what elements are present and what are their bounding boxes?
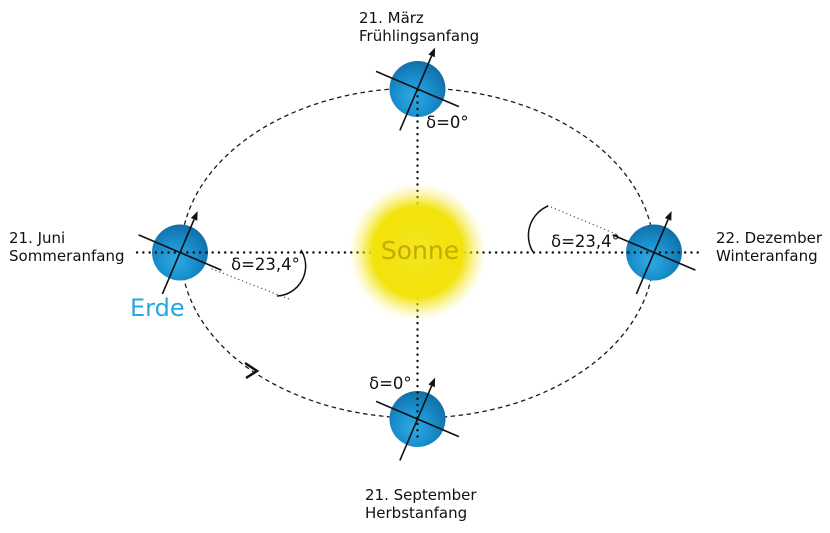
summer-date: 21. Juni [9,229,66,247]
declination-arc-winter [527,205,549,253]
label-winter: 22. Dezember Winteranfang [716,229,823,265]
declination-arc-summer [276,249,307,297]
label-summer: 21. Juni Sommeranfang [9,229,125,265]
label-spring: 21. März Frühlingsanfang [359,9,480,45]
earth-axis-line [399,385,433,461]
earth-label: Erde [130,294,185,322]
label-autumn: 21. September Herbstanfang [365,486,477,522]
autumn-name: Herbstanfang [365,503,468,522]
equator-extension-winter [545,204,617,235]
earth-axis-line [399,55,433,131]
earth-axis-line [635,219,669,295]
earth-autumn [375,377,460,461]
spring-date: 21. März [359,9,424,27]
declination-winter: δ=23,4° [551,232,620,251]
earth-axis-arrow-icon [428,47,436,58]
sun-glow [349,184,486,320]
earth-axis-arrow-icon [190,211,198,221]
sun-label: Sonne [380,236,460,265]
earth-axis-arrow-icon [428,377,436,388]
earth-axis-arrow-icon [664,211,672,221]
autumn-date: 21. September [365,486,477,504]
winter-name: Winteranfang [716,246,818,265]
orbit-direction-arrow-icon [244,361,260,380]
declination-summer: δ=23,4° [231,255,300,274]
declination-spring: δ=0° [426,113,469,132]
earth-axis-line [161,219,195,295]
equator-extension-summer [211,268,290,300]
spring-name: Frühlingsanfang [359,26,480,45]
winter-date: 22. Dezember [716,229,823,247]
summer-name: Sommeranfang [9,246,125,265]
declination-autumn: δ=0° [369,374,412,393]
